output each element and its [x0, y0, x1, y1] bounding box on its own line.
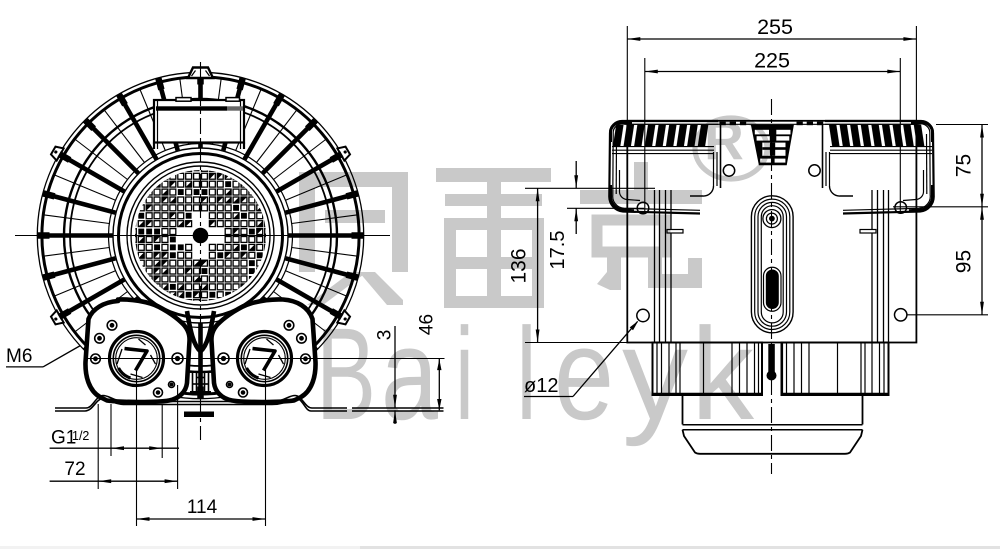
svg-text:k: k: [691, 300, 754, 447]
svg-text:G1: G1: [51, 428, 76, 449]
svg-text:255: 255: [757, 15, 793, 39]
svg-text:46: 46: [417, 314, 438, 335]
svg-text:3: 3: [375, 330, 396, 341]
svg-text:ø12: ø12: [524, 375, 558, 397]
svg-text:l: l: [516, 300, 537, 447]
svg-text:y: y: [622, 300, 689, 447]
svg-text:72: 72: [64, 459, 85, 480]
svg-text:1/2: 1/2: [72, 429, 89, 443]
svg-text:95: 95: [953, 250, 976, 273]
svg-text:75: 75: [953, 154, 976, 177]
svg-text:17.5: 17.5: [547, 231, 569, 270]
svg-text:114: 114: [187, 497, 218, 518]
svg-text:i: i: [455, 300, 474, 447]
svg-text:225: 225: [754, 49, 790, 73]
svg-text:M6: M6: [6, 346, 32, 367]
svg-text:a: a: [381, 300, 438, 447]
svg-text:B: B: [316, 300, 376, 447]
svg-text:R: R: [704, 110, 744, 172]
svg-text:e: e: [554, 300, 614, 447]
